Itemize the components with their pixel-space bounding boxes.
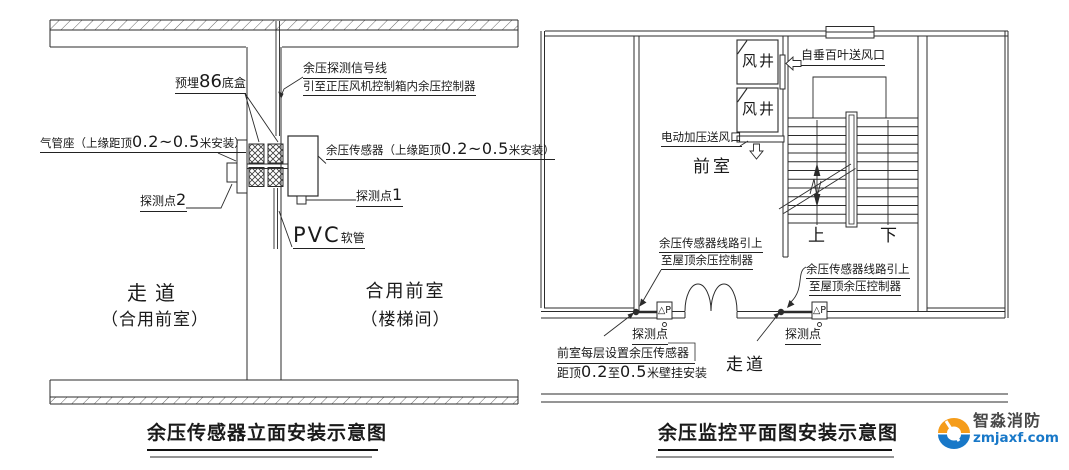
tube-suffix: 米安装） [199, 136, 246, 150]
logo-company-name: 智淼消防 [973, 411, 1042, 430]
label-air-shaft-1: 风井 [742, 52, 777, 70]
down-arrow-icon [749, 143, 764, 160]
note2-mid: 至 [607, 366, 620, 380]
label-air-shaft-2: 风井 [742, 100, 777, 118]
left-ceiling-slab [49, 19, 519, 48]
label-room-front: 合用前室 （楼梯间） [328, 278, 483, 334]
corridor-door-arcs [684, 283, 738, 312]
label-stair-up: 上 [808, 226, 825, 246]
room-front-line1: 合用前室 [365, 281, 446, 302]
sensor-prefix: 余压传感器（上缘距顶 [326, 143, 441, 157]
sensor-number: 0.2~0.5 [441, 139, 509, 158]
room-corridor-line1: 走道 [127, 281, 183, 305]
stair-break-line [778, 163, 856, 214]
label-detection-point-1: 探测点1 [356, 187, 403, 207]
label-wire-left-1: 余压传感器线路引上 [659, 236, 763, 254]
plan-sensor-right [756, 266, 828, 342]
point1-number: 1 [392, 185, 403, 204]
room-corridor-line2: （合用前室） [101, 310, 209, 330]
plan-sensor-left [603, 269, 696, 361]
left-diagram-title: 余压传感器立面安装示意图 [147, 422, 386, 451]
plan-sensor-left-arrows [627, 298, 647, 319]
note2-prefix: 距顶 [557, 366, 582, 380]
left-leader-arrows [278, 91, 284, 99]
air-shaft-boxes [736, 39, 779, 133]
label-louver-vent: 自垂百叶送风口 [801, 48, 886, 66]
label-wire-right-2: 至屋顶余压控制器 [809, 279, 901, 297]
point1-text: 探测点 [356, 189, 393, 203]
left-pvc-hose [273, 188, 278, 249]
note2-num1: 0.2 [581, 362, 608, 381]
label-signal-line-2: 引至正压风机控制箱内余压控制器 [303, 79, 476, 97]
left-wall [246, 47, 282, 380]
label-detection-point-2: 探测点2 [140, 192, 187, 212]
label-corridor: 走道 [726, 355, 766, 375]
stair-handrail [845, 111, 858, 228]
plan-walls [540, 30, 1009, 403]
point2-number: 2 [176, 190, 187, 209]
logo-website: zmjaxf.com [973, 430, 1059, 446]
embed-suffix: 底盒 [221, 76, 246, 90]
embed-number: 86 [199, 71, 222, 92]
logo-swoosh-icon [938, 418, 970, 449]
embed-prefix: 预埋 [175, 76, 200, 90]
plan-sensor-right-arrows [773, 300, 795, 319]
label-note-line1: 前室每层设置余压传感器 [557, 346, 695, 364]
point2-text: 探测点 [140, 194, 177, 208]
dp-sensor-right-label: △P [813, 305, 827, 316]
room-front-line2: （楼梯间） [360, 309, 451, 330]
pvc-text: PVC [293, 223, 341, 247]
louver-arrow-icon [785, 55, 802, 72]
label-pvc-hose: PVC软管 [293, 225, 365, 249]
louver-symbol [779, 54, 786, 90]
dp-sensor-left-label: △P [658, 305, 672, 316]
top-window [825, 26, 875, 39]
tube-prefix: 气管座（上缘距顶 [40, 136, 132, 150]
tube-number: 0.2~0.5 [132, 132, 200, 151]
label-pressure-sensor: 余压传感器（上缘距顶0.2~0.5米安装） [326, 139, 555, 161]
left-sensor-assembly [226, 135, 319, 205]
left-floor-slab [49, 379, 519, 405]
label-air-tube-seat: 气管座（上缘距顶0.2~0.5米安装） [40, 132, 246, 154]
label-room-corridor: 走道 （合用前室） [55, 278, 255, 334]
pvc-suffix: 软管 [340, 231, 365, 245]
label-note-line2: 距顶0.2至0.5米壁挂安装 [557, 364, 707, 381]
label-signal-line-1: 余压探测信号线 [303, 61, 388, 79]
pressurized-vent-grille [736, 135, 785, 147]
label-stair-down: 下 [880, 226, 897, 246]
note2-suffix: 米壁挂安装 [646, 366, 707, 380]
label-detection-point-right: 探测点 [785, 327, 822, 345]
label-wire-left-2: 至屋顶余压控制器 [661, 253, 753, 271]
label-wire-right-1: 余压传感器线路引上 [806, 262, 910, 280]
label-front-room: 前室 [693, 157, 733, 177]
label-embedded-box: 预埋86底盒 [175, 73, 246, 94]
label-motor-vent: 电动加压送风口 [661, 130, 742, 148]
stair-direction-arrows [813, 163, 821, 207]
left-signal-conduit [275, 21, 280, 136]
right-diagram-title: 余压监控平面图安装示意图 [658, 422, 897, 451]
sensor-suffix: 米安装） [508, 143, 555, 157]
label-detection-point-left: 探测点 [632, 327, 669, 345]
note2-num2: 0.5 [619, 362, 647, 381]
